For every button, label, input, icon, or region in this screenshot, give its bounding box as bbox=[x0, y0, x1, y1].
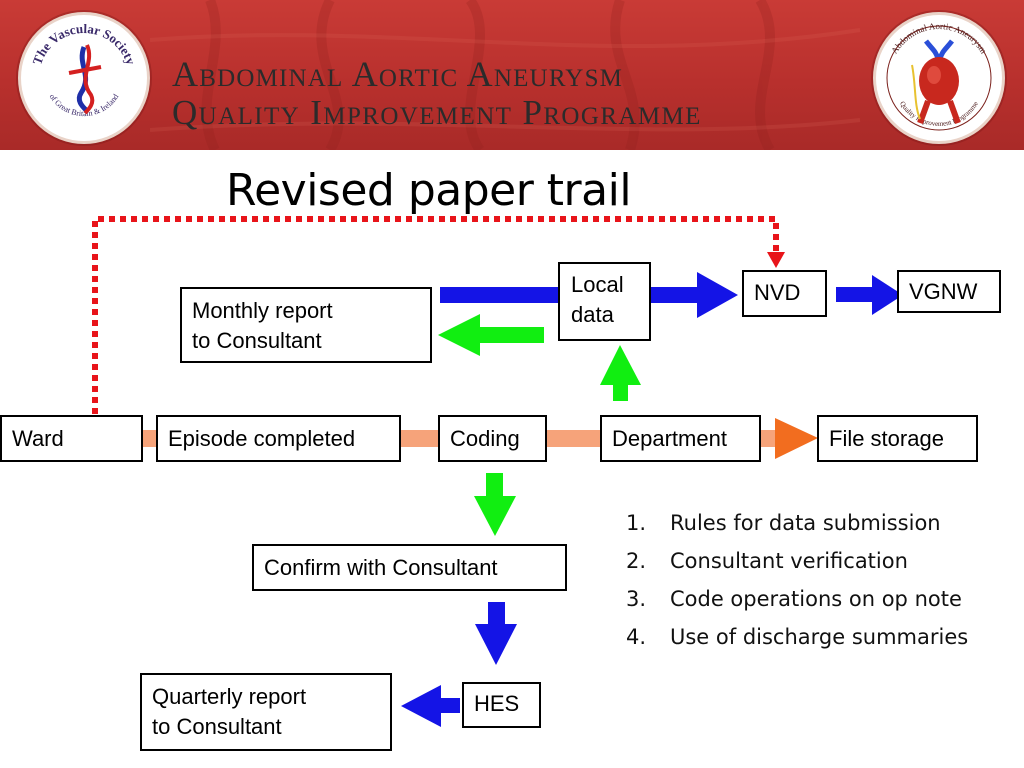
quarterly-report-line-2: to Consultant bbox=[152, 714, 282, 739]
list-item: 1. Rules for data submission bbox=[626, 508, 1006, 539]
list-item: 3. Code operations on op note bbox=[626, 584, 1006, 615]
nvd-box: NVD bbox=[742, 270, 827, 317]
dotted-path-arrowhead bbox=[767, 252, 785, 268]
blue-arrow-to-hes-shaft bbox=[488, 602, 505, 626]
monthly-report-box: Monthly report to Consultant bbox=[180, 287, 432, 363]
banner-title: Abdominal Aortic Aneurysm bbox=[172, 54, 624, 94]
list-item-number: 4. bbox=[626, 625, 647, 649]
green-arrow-to-confirm-head bbox=[474, 496, 516, 536]
file-storage-box: File storage bbox=[817, 415, 978, 462]
blue-arrow-to-quarterly-shaft bbox=[438, 698, 460, 713]
vgnw-box: VGNW bbox=[897, 270, 1001, 313]
blue-arrow-to-vgnw-head bbox=[872, 275, 903, 315]
notes-list: 1. Rules for data submission 2. Consulta… bbox=[626, 508, 1006, 660]
green-arrow-to-confirm-shaft bbox=[486, 473, 503, 499]
vascular-society-logo: The Vascular Society of Great Britain & … bbox=[18, 12, 150, 144]
main-flow-arrowhead bbox=[775, 418, 818, 459]
confirm-with-consultant-box: Confirm with Consultant bbox=[252, 544, 567, 591]
list-item-number: 3. bbox=[626, 587, 647, 611]
local-data-line-2: data bbox=[571, 302, 614, 327]
department-box: Department bbox=[600, 415, 761, 462]
quarterly-report-box: Quarterly report to Consultant bbox=[140, 673, 392, 751]
green-arrow-to-monthly-head bbox=[438, 314, 480, 356]
aaa-qip-logo: Abdominal Aortic Aneurysm Quality Improv… bbox=[873, 12, 1005, 144]
green-arrow-to-monthly-shaft bbox=[478, 327, 544, 343]
header-banner: The Vascular Society of Great Britain & … bbox=[0, 0, 1024, 150]
local-data-line-1: Local bbox=[571, 272, 624, 297]
dotted-direct-path bbox=[92, 216, 779, 414]
banner-background bbox=[149, 0, 861, 150]
banner-subtitle: Quality Improvement Programme bbox=[172, 93, 702, 132]
blue-arrow-to-nvd-head bbox=[697, 272, 738, 318]
aorta-aneurysm-icon: Abdominal Aortic Aneurysm Quality Improv… bbox=[886, 21, 992, 131]
vascular-society-emblem-icon: The Vascular Society of Great Britain & … bbox=[29, 21, 138, 118]
quarterly-report-line-1: Quarterly report bbox=[152, 684, 307, 709]
episode-completed-box: Episode completed bbox=[156, 415, 401, 462]
list-item-number: 2. bbox=[626, 549, 647, 573]
list-item-text: Code operations on op note bbox=[670, 587, 962, 611]
blue-arrow-to-hes-head bbox=[475, 624, 517, 665]
hes-box: HES bbox=[462, 682, 541, 728]
list-item-number: 1. bbox=[626, 511, 647, 535]
blue-arrow-to-quarterly-head bbox=[401, 685, 441, 727]
coding-box: Coding bbox=[438, 415, 547, 462]
list-item-text: Consultant verification bbox=[670, 549, 908, 573]
monthly-report-line-2: to Consultant bbox=[192, 328, 322, 353]
list-item-text: Rules for data submission bbox=[670, 511, 941, 535]
local-data-box: Local data bbox=[558, 262, 651, 341]
list-item-text: Use of discharge summaries bbox=[670, 625, 969, 649]
list-item: 4. Use of discharge summaries bbox=[626, 622, 1006, 653]
green-arrow-to-local-head bbox=[600, 345, 641, 385]
list-item: 2. Consultant verification bbox=[626, 546, 1006, 577]
monthly-report-line-1: Monthly report bbox=[192, 298, 333, 323]
ward-box: Ward bbox=[0, 415, 143, 462]
blue-arrow-to-vgnw-shaft bbox=[836, 287, 876, 302]
green-arrow-to-local-shaft bbox=[613, 383, 628, 401]
slide-title: Revised paper trail bbox=[226, 165, 632, 216]
